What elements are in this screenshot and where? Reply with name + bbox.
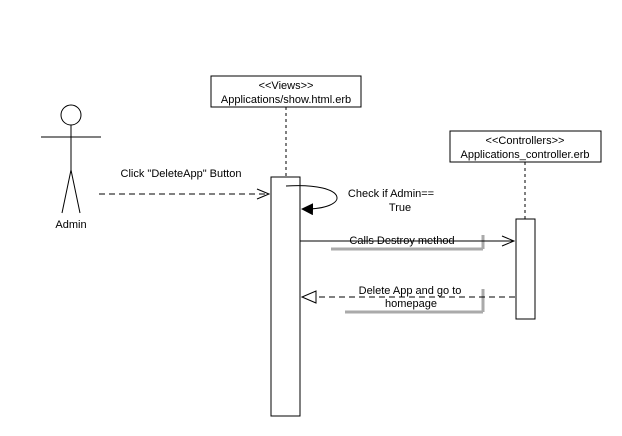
views-stereotype: <<Views>> bbox=[259, 80, 314, 92]
lifeline-controllers: <<Controllers>> Applications_controller.… bbox=[449, 130, 602, 320]
controllers-stereotype: <<Controllers>> bbox=[486, 135, 565, 147]
views-header-box bbox=[210, 75, 362, 108]
message-delete-return: Delete App and go to homepage bbox=[302, 285, 515, 314]
controllers-name: Applications_controller.erb bbox=[460, 149, 589, 161]
message-delete-return-label-2: homepage bbox=[385, 298, 437, 310]
message-check-admin: Check if Admin== True bbox=[285, 185, 434, 216]
actor-head bbox=[60, 104, 82, 126]
views-activation-bar bbox=[270, 176, 301, 417]
message-calls-destroy: Calls Destroy method bbox=[300, 235, 514, 251]
actor-label: Admin bbox=[55, 219, 86, 231]
message-check-admin-label-1: Check if Admin== bbox=[348, 188, 434, 200]
controllers-activation-bar bbox=[515, 218, 536, 320]
actor-admin: Admin bbox=[41, 104, 101, 231]
lifeline-views: <<Views>> Applications/show.html.erb bbox=[210, 75, 362, 417]
controllers-header-box bbox=[449, 130, 602, 163]
message-check-admin-label-2: True bbox=[389, 202, 411, 214]
message-delete-return-label-1: Delete App and go to bbox=[359, 285, 462, 297]
message-check-admin-arrow bbox=[285, 185, 338, 216]
actor-left-leg bbox=[61, 169, 72, 214]
message-click-delete-label: Click "DeleteApp" Button bbox=[121, 168, 242, 180]
views-name: Applications/show.html.erb bbox=[221, 94, 351, 106]
actor-right-leg bbox=[70, 169, 81, 214]
message-click-delete: Click "DeleteApp" Button bbox=[99, 168, 269, 194]
